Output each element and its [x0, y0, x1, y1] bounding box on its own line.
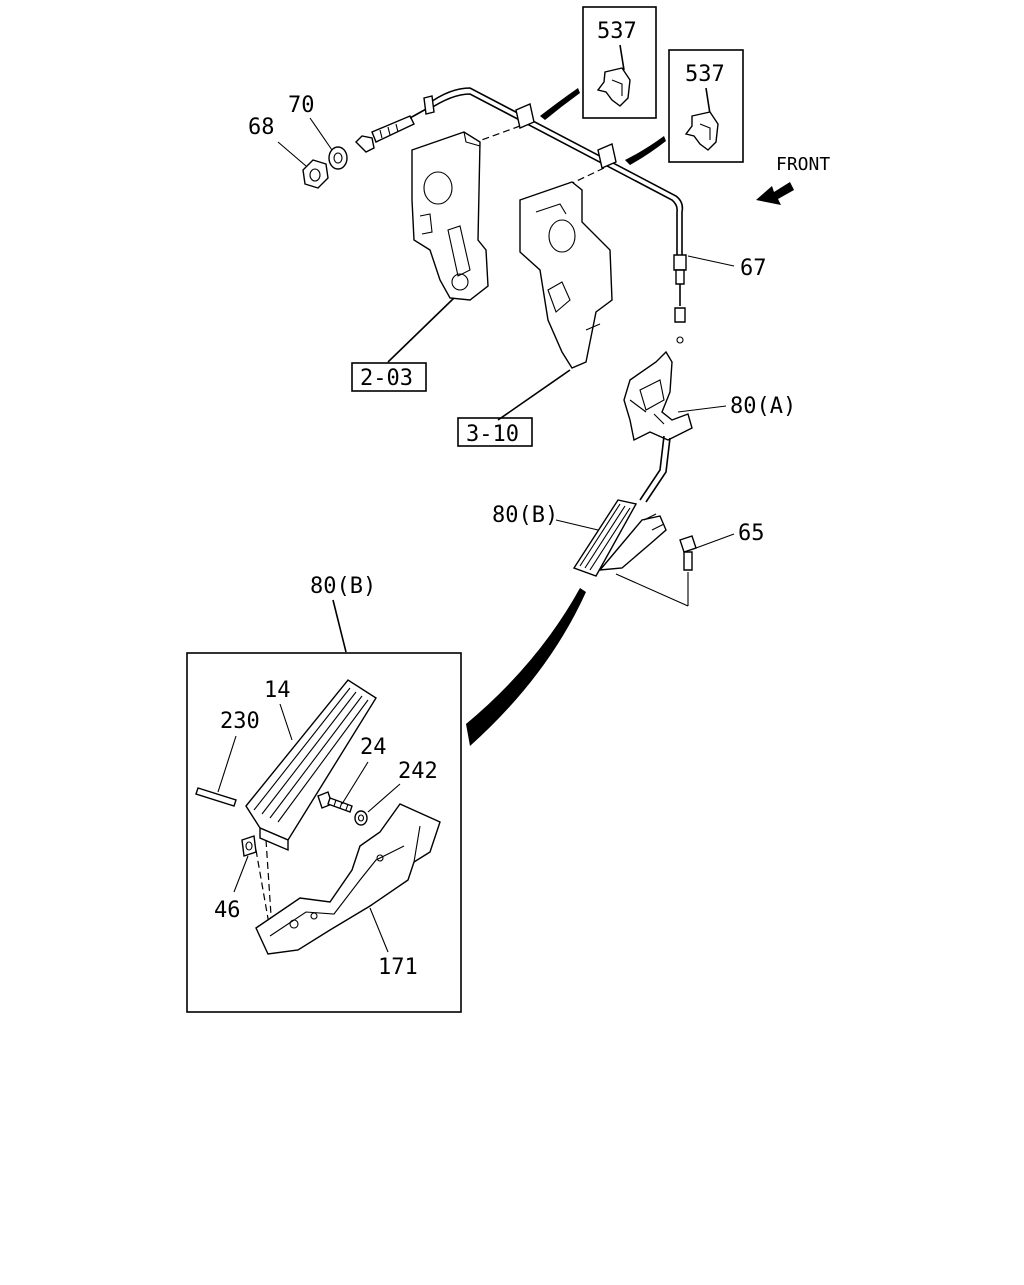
detail-box-80b: [186, 652, 462, 1013]
bolt-65: [679, 535, 697, 571]
cover-panel-2-03: [411, 131, 489, 301]
clip-537-box-b: 537: [668, 49, 744, 163]
nut-70: [328, 146, 348, 170]
label-537-a: 537: [597, 19, 637, 44]
pointer-detail-80b: [466, 588, 586, 746]
nut-68: [302, 159, 329, 189]
ref-box-2-03: 2-03: [351, 362, 427, 392]
label-171: 171: [378, 955, 418, 980]
pedal-bracket-171: [255, 803, 441, 955]
label-80a: 80(A): [730, 394, 796, 419]
pedal-pad-14: [245, 679, 377, 852]
label-65: 65: [738, 521, 765, 546]
label-80b-top: 80(B): [492, 503, 558, 528]
clip-537-box-a: 537: [582, 6, 657, 119]
pin-230: [195, 787, 237, 807]
label-80b-detail: 80(B): [310, 574, 376, 599]
pedal-80b-assembled: [572, 499, 667, 577]
label-68: 68: [248, 115, 275, 140]
label-67: 67: [740, 256, 767, 281]
label-24: 24: [360, 735, 387, 760]
label-242: 242: [398, 759, 438, 784]
bolt-24: [317, 791, 353, 813]
label-3-10: 3-10: [466, 422, 519, 447]
label-70: 70: [288, 93, 315, 118]
label-537-b: 537: [685, 62, 725, 87]
pedal-assembly-80a: [623, 350, 693, 503]
cover-panel-3-10: [519, 181, 613, 369]
nut-242: [354, 810, 368, 826]
pointer-clip-b: [625, 136, 666, 165]
label-230: 230: [220, 709, 260, 734]
label-14: 14: [264, 678, 291, 703]
label-2-03: 2-03: [360, 366, 413, 391]
pointer-clip-a: [540, 88, 580, 120]
front-label: FRONT: [776, 154, 830, 175]
washer-46: [241, 835, 257, 857]
cable-threaded-end: [355, 107, 429, 153]
ref-box-3-10: 3-10: [457, 417, 533, 447]
accelerator-cable-67: [423, 87, 687, 344]
front-arrow-icon: [756, 182, 794, 205]
label-46: 46: [214, 898, 241, 923]
